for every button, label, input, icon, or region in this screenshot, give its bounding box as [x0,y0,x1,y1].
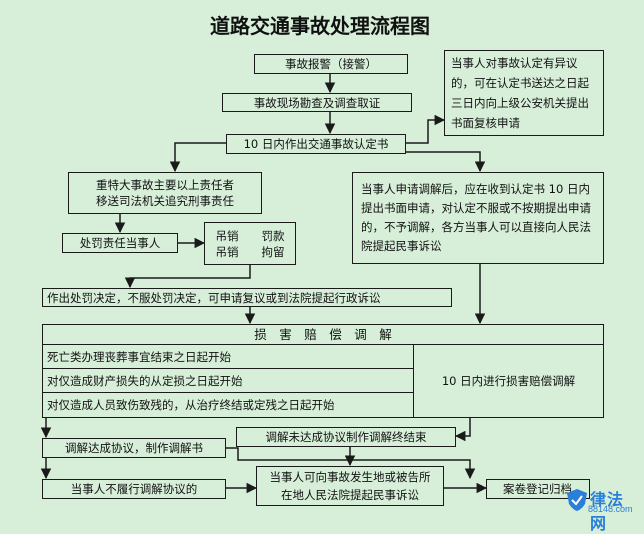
criminal-line-1: 重特大事故主要以上责任者 [96,178,234,192]
node-decision: 作出处罚决定，不服处罚决定，可申请复议或到法院提起行政诉讼 [42,288,452,307]
connector-layer [40,73,488,494]
watermark-logo: 律法网 88148.com [566,486,640,533]
node-close: 案卷登记归档 [486,479,590,499]
node-punish: 处罚责任当事人 [62,233,178,253]
arrow-determination-appeal [406,114,446,144]
node-lawsuit: 当事人可向事故发生地或被告所在地人民法院提起民事诉讼 [256,466,444,506]
criminal-line-2: 移送司法机关追究刑事责任 [96,194,234,208]
shield-icon [567,489,587,511]
penalties-line-1: 吊销 罚款 [215,228,285,243]
node-report: 事故报警（接警） [254,54,408,74]
node-criminal: 重特大事故主要以上责任者 移送司法机关追究刑事责任 [68,172,262,214]
damage-row-3: 对仅造成人员致伤致残的，从治疗终结或定残之日起开始 [42,392,414,418]
node-determination: 10 日内作出交通事故认定书 [226,134,406,154]
flowchart-canvas: 道路交通事故处理流程图 事故报警（接警） 事故现场勘查及调查取证 10 日内作出… [40,14,640,533]
node-penalties: 吊销 罚款 吊销 拘留 [204,222,296,265]
node-damage-header: 损 害 赔 偿 调 解 [42,324,604,345]
arrow-determination-mediation [406,151,486,173]
node-survey: 事故现场勘查及调查取证 [222,93,412,112]
node-no-agreement: 调解未达成协议制作调解终结束 [236,427,456,447]
arrow-determination-criminal [169,142,250,173]
arrow-damage-noagreement [454,418,471,442]
arrow-agreement-close [226,447,476,480]
node-damage-10days: 10 日内进行损害赔偿调解 [413,344,604,418]
node-agreement: 调解达成协议，制作调解书 [42,438,226,458]
node-mediation-request: 当事人申请调解后，应在收到认定书 10 日内提出书面申请，对认定不服或不按期提出… [352,172,604,264]
damage-row-1: 死亡类办理丧葬事宜结束之日起开始 [42,344,414,369]
node-not-perform: 当事人不履行调解协议的 [42,479,226,499]
arrow-penalties-decision [124,265,251,289]
page-title: 道路交通事故处理流程图 [210,14,430,38]
penalties-line-2: 吊销 拘留 [215,244,285,259]
watermark-url: 88148.com [588,504,633,514]
node-appeal: 当事人对事故认定有异议的，可在认定书送达之日起三日内向上级公安机关提出书面复核申… [444,50,604,136]
damage-row-2: 对仅造成财产损失的从定损之日起开始 [42,368,414,393]
